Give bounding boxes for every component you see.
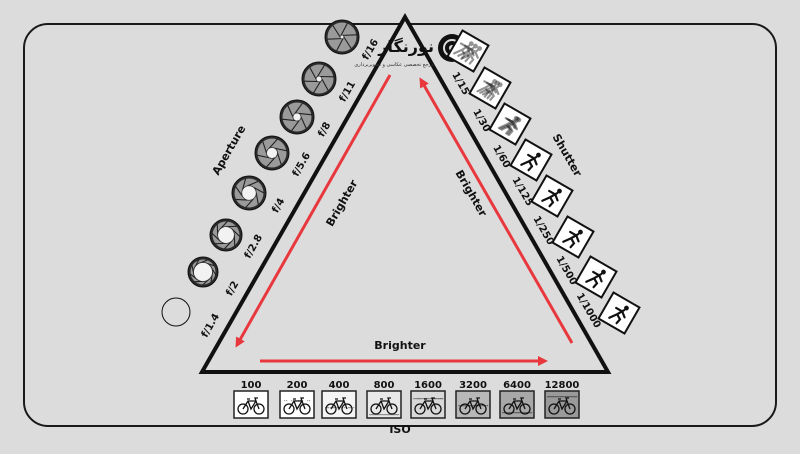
iso-item: 800 [367, 380, 401, 418]
aperture-stop: f/11 [302, 62, 358, 104]
aperture-icon [162, 298, 190, 326]
aperture-label: f/5.6 [291, 151, 313, 179]
shutter-speed-label: 1/30 [470, 107, 492, 134]
iso-heading: ISO [389, 423, 410, 436]
logo-name: نورنگار [377, 37, 434, 56]
shutter-frame [532, 176, 573, 217]
aperture-stop: f/5.6 [255, 136, 313, 179]
shutter-speed-label: 1/15 [449, 70, 471, 97]
aperture-stop: f/2.8 [210, 219, 265, 261]
iso-value-label: 3200 [459, 380, 487, 391]
aperture-stop: f/1.4 [162, 298, 222, 340]
shutter-frame [599, 293, 640, 334]
shutter-frame [553, 217, 594, 258]
iso-value-label: 100 [241, 380, 262, 391]
iso-item: 3200 [456, 380, 490, 418]
iso-item: 12800 [545, 380, 580, 418]
shutter-frame [511, 140, 552, 181]
shutter-heading: Shutter [550, 132, 585, 180]
iso-scale: 100 200 400 800 1600 3200 6400 12800 [234, 380, 579, 418]
iso-item: 400 [322, 380, 356, 418]
aperture-label: f/8 [316, 120, 333, 138]
aperture-label: f/2 [224, 279, 241, 297]
aperture-stop: f/2 [188, 257, 241, 298]
iso-item: 1600 [411, 380, 445, 418]
iso-value-label: 400 [329, 380, 350, 391]
aperture-label: f/4 [270, 196, 287, 214]
aperture-label: f/2.8 [243, 233, 265, 261]
iso-value-label: 12800 [545, 380, 580, 391]
iso-value-label: 200 [287, 380, 308, 391]
iso-item: 6400 [500, 380, 534, 418]
iso-value-label: 6400 [503, 380, 531, 391]
iso-value-label: 800 [374, 380, 395, 391]
iso-item: 100 [234, 380, 268, 418]
aperture-label: f/1.4 [200, 312, 222, 340]
shutter-speed-label: 1/60 [490, 143, 512, 170]
iso-value-label: 1600 [414, 380, 442, 391]
aperture-stop: f/4 [232, 176, 287, 215]
iso-item: 200 [280, 380, 314, 418]
aperture-label: f/11 [338, 79, 359, 104]
aperture-stop: f/8 [280, 100, 333, 139]
aperture-heading: Aperture [210, 123, 249, 177]
aperture-stop: f/16 [325, 20, 381, 62]
logo-tagline: مرجع تخصصی عکاسی و تصویربرداری [354, 62, 434, 68]
brighter-label-bottom: Brighter [374, 339, 426, 352]
